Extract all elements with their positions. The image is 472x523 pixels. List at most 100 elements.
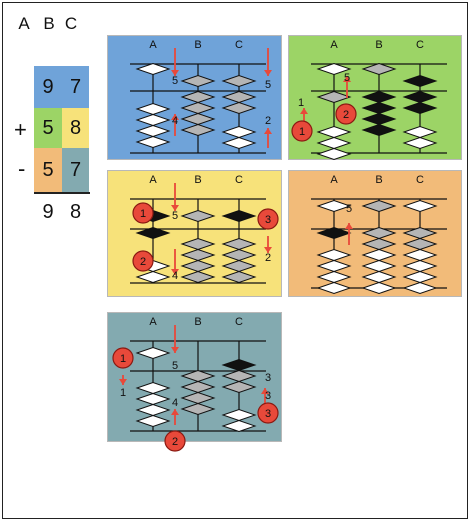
bead-b bbox=[180, 270, 216, 284]
bead-c bbox=[402, 281, 438, 295]
bead-b bbox=[361, 226, 397, 240]
bead-b bbox=[361, 199, 397, 213]
bead-c bbox=[402, 101, 438, 115]
bead-b bbox=[361, 281, 397, 295]
move-arrow-4-head bbox=[261, 388, 269, 394]
count-label-2: 1 bbox=[298, 97, 304, 109]
abacus-panel-green: A B C 5 1 1 2 bbox=[288, 35, 462, 161]
count-label-1: 5 bbox=[172, 210, 178, 222]
step-badge-1 bbox=[112, 347, 134, 369]
column-header-a: A bbox=[149, 316, 157, 328]
move-arrow-1-head bbox=[345, 223, 353, 229]
bead-b bbox=[180, 237, 216, 251]
move-arrow-1-head bbox=[171, 347, 179, 353]
result-rule bbox=[34, 192, 90, 194]
column-header-a: A bbox=[330, 174, 338, 186]
step-badge-2 bbox=[335, 103, 357, 125]
column-header-c: C bbox=[235, 174, 243, 186]
bead-b bbox=[361, 259, 397, 273]
bead-c bbox=[221, 136, 257, 150]
column-header-a: A bbox=[330, 39, 338, 51]
step-badge-1 bbox=[132, 202, 154, 224]
bead-a bbox=[316, 281, 352, 295]
move-arrow-3-head bbox=[171, 409, 179, 415]
grid-cell-r1-c: 7 bbox=[62, 66, 89, 108]
step-badge-3 bbox=[257, 402, 279, 424]
move-arrow-3-head bbox=[171, 114, 179, 120]
step-badge-2-label: 2 bbox=[140, 256, 146, 268]
bead-a bbox=[316, 199, 352, 213]
grid-header-b: B bbox=[43, 14, 55, 33]
column-header-c: C bbox=[416, 39, 424, 51]
count-label-1: 5 bbox=[172, 75, 178, 87]
bead-b bbox=[180, 380, 216, 394]
bead-a bbox=[316, 90, 352, 104]
bead-a bbox=[135, 346, 171, 360]
grid-cell-r3-b: 5 bbox=[34, 148, 62, 192]
bead-b bbox=[180, 112, 216, 126]
column-header-b: B bbox=[194, 174, 201, 186]
bead-a bbox=[135, 414, 171, 428]
bead-c bbox=[402, 199, 438, 213]
step-badge-1-label: 1 bbox=[299, 126, 305, 138]
move-arrow-1-head bbox=[171, 205, 179, 211]
bead-c bbox=[402, 237, 438, 251]
step-badge-2-label: 2 bbox=[343, 109, 349, 121]
count-label-1: 5 bbox=[346, 203, 352, 215]
step-badge-1-label: 1 bbox=[120, 353, 126, 365]
step-badge-2 bbox=[132, 250, 154, 272]
bead-a bbox=[316, 147, 352, 161]
move-arrow-2-head bbox=[119, 379, 127, 385]
count-label-1: 5 bbox=[172, 360, 178, 372]
count-label-4: 3 bbox=[265, 372, 271, 384]
bead-c bbox=[221, 408, 257, 422]
move-arrow-2-head bbox=[343, 76, 351, 82]
count-label-3: 4 bbox=[172, 115, 178, 127]
bead-c bbox=[402, 74, 438, 88]
move-arrow-1-head bbox=[300, 108, 308, 114]
bead-c bbox=[221, 125, 257, 139]
grid-cell-r1-b: 9 bbox=[34, 66, 62, 108]
count-label-1: 5 bbox=[344, 72, 350, 84]
column-header-b: B bbox=[194, 39, 201, 51]
bead-c bbox=[221, 209, 257, 223]
bead-b bbox=[361, 112, 397, 126]
count-label-2: 1 bbox=[120, 387, 126, 399]
grid-header-a: A bbox=[18, 14, 30, 33]
bead-b bbox=[180, 90, 216, 104]
bead-a bbox=[316, 270, 352, 284]
bead-c bbox=[221, 380, 257, 394]
column-header-c: C bbox=[416, 174, 424, 186]
bead-c bbox=[221, 90, 257, 104]
step-badge-1-label: 1 bbox=[140, 208, 146, 220]
count-label-2: 4 bbox=[172, 270, 178, 282]
grid-cell-r2-b: 5 bbox=[34, 108, 62, 148]
bead-b bbox=[361, 270, 397, 284]
bead-c bbox=[221, 259, 257, 273]
bead-a bbox=[316, 226, 352, 240]
bead-b bbox=[180, 259, 216, 273]
bead-c bbox=[221, 248, 257, 262]
grid-header-c: C bbox=[64, 14, 78, 33]
step-badge-3 bbox=[257, 208, 279, 230]
bead-a bbox=[135, 226, 171, 240]
bead-a bbox=[135, 135, 171, 149]
bead-a bbox=[316, 248, 352, 262]
bead-b bbox=[361, 123, 397, 137]
grid-cell-r3-c: 7 bbox=[62, 148, 89, 192]
column-header-b: B bbox=[375, 39, 382, 51]
count-label-3: 4 bbox=[172, 397, 178, 409]
bead-c bbox=[402, 226, 438, 240]
bead-a bbox=[135, 62, 171, 76]
bead-b bbox=[180, 391, 216, 405]
bead-b bbox=[180, 248, 216, 262]
column-header-c: C bbox=[235, 316, 243, 328]
step-badge-2 bbox=[164, 430, 186, 452]
count-label-2: 5 bbox=[265, 79, 271, 91]
step-badge-1 bbox=[291, 120, 313, 142]
step-badge-2-label: 2 bbox=[172, 436, 178, 448]
step-badge-3-label: 3 bbox=[265, 214, 271, 226]
